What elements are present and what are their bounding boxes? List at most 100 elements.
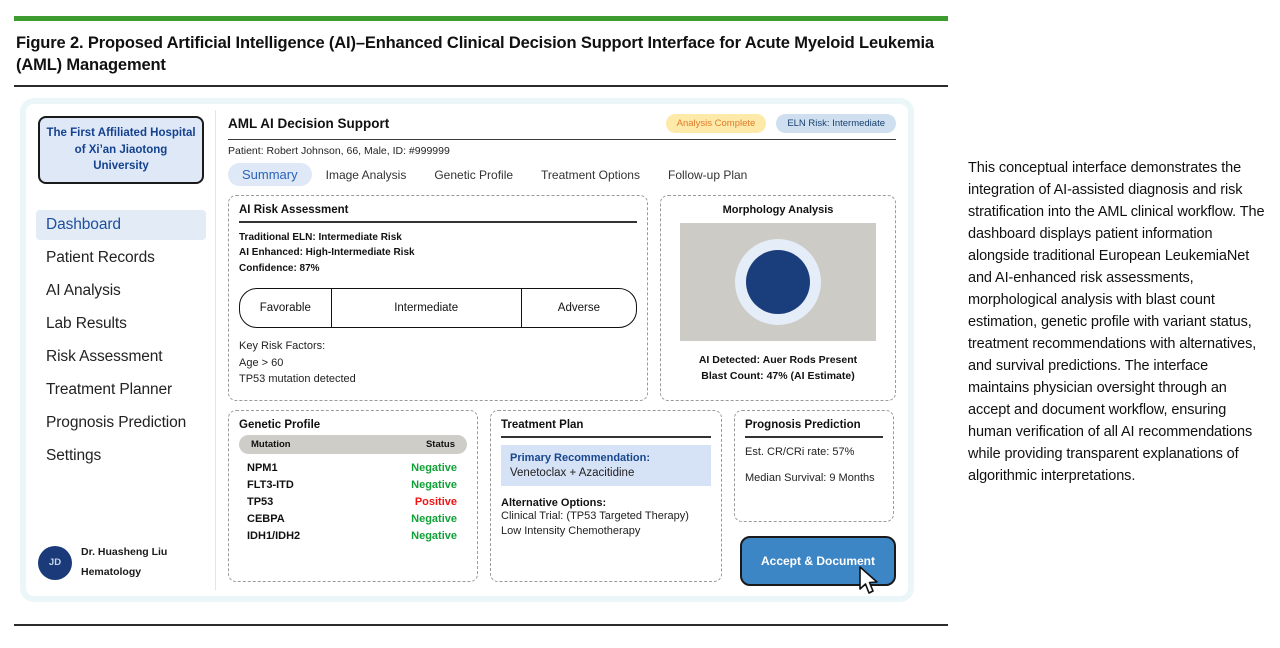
hospital-name-box: The First Affiliated Hospital of Xi’an J…: [38, 116, 204, 185]
prognosis-spacer: [745, 460, 883, 471]
morphology-image[interactable]: [680, 223, 876, 341]
tab-genetic-profile[interactable]: Genetic Profile: [434, 167, 514, 182]
table-row: FLT3-ITD Negative: [239, 476, 467, 493]
risk-segment-favorable[interactable]: Favorable: [240, 289, 332, 327]
primary-recommendation-box: Primary Recommendation: Venetoclax + Aza…: [501, 444, 711, 486]
table-row: CEBPA Negative: [239, 510, 467, 527]
morphology-analysis-card: Morphology Analysis AI Detected: Auer Ro…: [660, 195, 896, 401]
treatment-plan-card: Treatment Plan Primary Recommendation: V…: [490, 410, 722, 582]
sidebar-nav: Dashboard Patient Records AI Analysis La…: [34, 210, 208, 471]
prognosis-prediction-card: Prognosis Prediction Est. CR/CRi rate: 5…: [734, 410, 894, 522]
risk-card-rule: [239, 221, 637, 223]
mutation-status: Negative: [411, 529, 457, 542]
mutation-name: TP53: [247, 495, 274, 508]
patient-info: Patient: Robert Johnson, 66, Male, ID: #…: [228, 145, 450, 157]
sidebar-item-lab-results[interactable]: Lab Results: [46, 315, 127, 333]
cell-cytoplasm-ring: [735, 239, 821, 325]
mouse-cursor-icon: [859, 566, 878, 594]
prognosis-rule: [745, 436, 883, 438]
key-risk-factors: Key Risk Factors: Age > 60 TP53 mutation…: [239, 338, 637, 388]
morphology-card-title: Morphology Analysis: [722, 204, 834, 216]
sidebar: The First Affiliated Hospital of Xi’an J…: [26, 104, 216, 596]
prognosis-title: Prognosis Prediction: [745, 419, 861, 431]
bottom-divider: [14, 624, 948, 626]
ai-risk-assessment-card: AI Risk Assessment Traditional ELN: Inte…: [228, 195, 648, 401]
mutation-name: NPM1: [247, 461, 278, 474]
status-badge-analysis: Analysis Complete: [665, 114, 767, 133]
tab-summary[interactable]: Summary: [228, 163, 312, 186]
risk-card-title: AI Risk Assessment: [239, 204, 349, 216]
confidence-line: Confidence: 87%: [239, 262, 320, 274]
table-row: NPM1 Negative: [239, 459, 467, 476]
alternative-option-low-intensity[interactable]: Low Intensity Chemotherapy: [501, 525, 641, 538]
morphology-findings: AI Detected: Auer Rods Present Blast Cou…: [671, 352, 885, 385]
figure-container: Figure 2. Proposed Artificial Intelligen…: [14, 0, 948, 648]
sidebar-item-ai-analysis[interactable]: AI Analysis: [46, 282, 121, 300]
ai-detected-line: AI Detected: Auer Rods Present: [698, 354, 858, 366]
doctor-details: Dr. Huasheng Liu Hematology: [81, 543, 167, 582]
tab-bar: Summary Image Analysis Genetic Profile T…: [228, 163, 896, 186]
median-survival: Median Survival: 9 Months: [745, 472, 875, 485]
risk-segment-intermediate[interactable]: Intermediate: [332, 289, 522, 327]
risk-segment-adverse[interactable]: Adverse: [557, 302, 600, 314]
tab-follow-up-plan[interactable]: Follow-up Plan: [667, 167, 748, 182]
sidebar-item-risk-assessment[interactable]: Risk Assessment: [46, 348, 163, 366]
top-cards-row: AI Risk Assessment Traditional ELN: Inte…: [228, 195, 896, 401]
table-row: IDH1/IDH2 Negative: [239, 527, 467, 544]
mutation-status: Negative: [411, 461, 457, 474]
table-row: TP53 Positive: [239, 493, 467, 510]
app-title: AML AI Decision Support: [228, 116, 390, 131]
sidebar-item-dashboard[interactable]: Dashboard: [36, 210, 206, 241]
bottom-cards-row: Genetic Profile Mutation Status NPM1 Neg…: [228, 410, 896, 582]
avatar: JD: [38, 545, 72, 580]
primary-recommendation-value: Venetoclax + Azacitidine: [510, 466, 635, 479]
tab-treatment-options[interactable]: Treatment Options: [541, 167, 640, 182]
genetic-profile-card: Genetic Profile Mutation Status NPM1 Neg…: [228, 410, 478, 582]
figure-caption: This conceptual interface demonstrates t…: [968, 160, 1265, 485]
sidebar-item-settings[interactable]: Settings: [46, 447, 102, 465]
main-content: AML AI Decision Support Analysis Complet…: [216, 104, 908, 596]
traditional-eln-line: Traditional ELN: Intermediate Risk: [239, 231, 402, 243]
risk-factor-age: Age > 60: [239, 356, 284, 369]
genetic-table-header: Mutation Status: [239, 435, 467, 454]
primary-recommendation-label: Primary Recommendation:: [510, 451, 650, 464]
status-badge-eln-risk: ELN Risk: Intermediate: [776, 114, 896, 133]
risk-factors-label: Key Risk Factors:: [239, 340, 326, 352]
header-badges: Analysis Complete ELN Risk: Intermediate: [665, 114, 896, 133]
tab-image-analysis[interactable]: Image Analysis: [325, 167, 407, 182]
risk-stratification-bar: Favorable Intermediate Adverse: [239, 288, 637, 328]
app-window: The First Affiliated Hospital of Xi’an J…: [20, 98, 914, 602]
mutation-name: CEBPA: [247, 512, 285, 525]
title-divider: [14, 84, 948, 87]
cr-cri-rate: Est. CR/CRi rate: 57%: [745, 445, 855, 458]
alternative-options-label: Alternative Options:: [501, 496, 607, 509]
column-header-mutation: Mutation: [251, 439, 291, 450]
column-header-status: Status: [425, 439, 455, 450]
header-divider: [228, 139, 896, 140]
cell-nucleus: [746, 250, 810, 314]
sidebar-item-patient-records[interactable]: Patient Records: [46, 249, 155, 267]
mutation-status: Negative: [411, 478, 457, 491]
mutation-status: Positive: [414, 495, 457, 508]
doctor-name: Dr. Huasheng Liu: [81, 546, 168, 559]
figure-title: Figure 2. Proposed Artificial Intelligen…: [16, 34, 934, 75]
sidebar-item-treatment-planner[interactable]: Treatment Planner: [46, 381, 173, 399]
blast-count-line: Blast Count: 47% (AI Estimate): [701, 370, 855, 383]
genetic-profile-title: Genetic Profile: [239, 419, 321, 431]
ai-enhanced-line: AI Enhanced: High-Intermediate Risk: [239, 247, 415, 258]
sidebar-item-prognosis-prediction[interactable]: Prognosis Prediction: [46, 414, 187, 432]
accept-and-document-button[interactable]: Accept & Document: [740, 536, 896, 594]
risk-summary-lines: Traditional ELN: Intermediate Risk AI En…: [239, 230, 637, 277]
app-header: AML AI Decision Support Analysis Complet…: [228, 114, 896, 133]
mutation-name: FLT3-ITD: [247, 478, 294, 491]
mutation-status: Negative: [411, 512, 457, 525]
alternative-option-clinical-trial[interactable]: Clinical Trial: (TP53 Targeted Therapy): [501, 509, 689, 522]
mutation-name: IDH1/IDH2: [247, 529, 301, 542]
risk-factor-tp53: TP53 mutation detected: [239, 373, 356, 385]
accept-button-label: Accept & Document: [760, 554, 876, 568]
top-green-rule: [14, 16, 948, 21]
doctor-department: Hematology: [81, 565, 142, 578]
treatment-plan-title: Treatment Plan: [501, 419, 584, 431]
doctor-profile[interactable]: JD Dr. Huasheng Liu Hematology: [38, 543, 167, 582]
treatment-plan-rule: [501, 436, 711, 438]
